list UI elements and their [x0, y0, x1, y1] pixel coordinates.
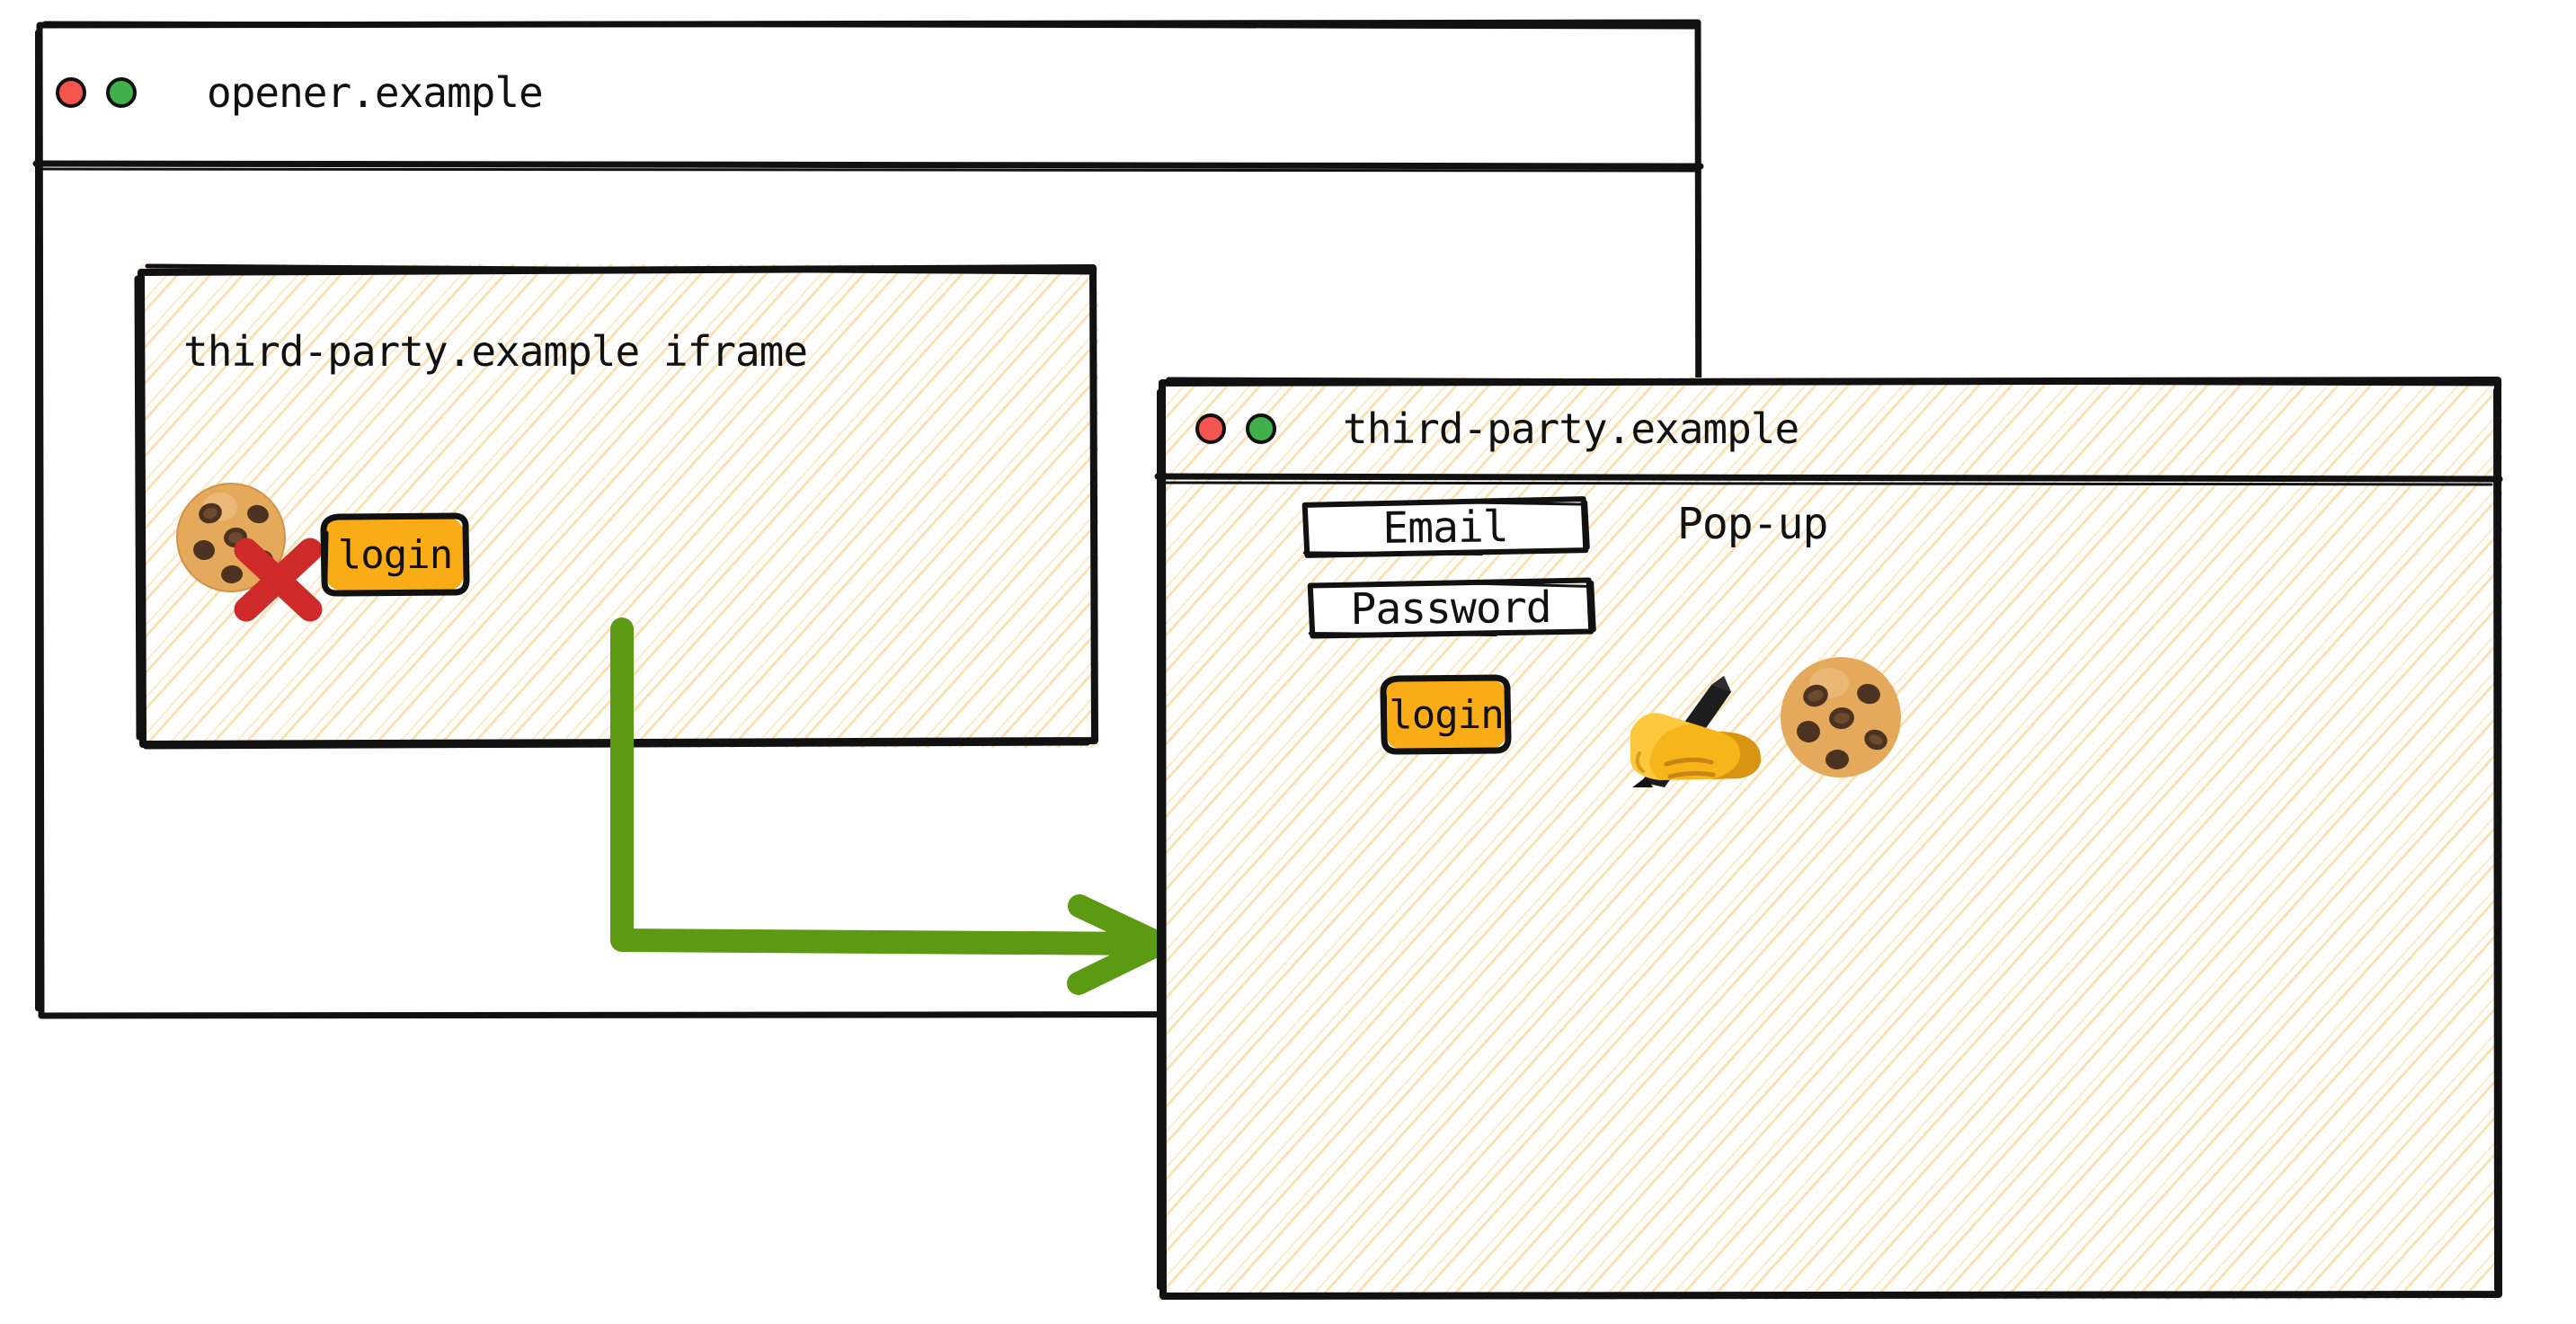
opener-window-title: opener.example: [207, 68, 544, 117]
iframe-login-button-label: login: [337, 531, 453, 578]
popup-badge-label: Pop-up: [1677, 499, 1828, 549]
maximize-button-icon[interactable]: [106, 77, 137, 108]
popup-window-title: third-party.example: [1343, 404, 1799, 453]
third-party-iframe: third-party.example iframe: [134, 263, 1098, 750]
popup-login-button[interactable]: login: [1380, 674, 1512, 755]
close-button-icon[interactable]: [56, 77, 86, 108]
popup-login-button-label: login: [1389, 691, 1504, 738]
password-field[interactable]: Password: [1307, 577, 1596, 639]
iframe-login-button[interactable]: login: [320, 512, 470, 597]
popup-window-controls[interactable]: [1195, 413, 1276, 444]
email-field[interactable]: Email: [1301, 496, 1590, 558]
opener-titlebar: opener.example: [36, 20, 1702, 165]
opener-window-controls[interactable]: [56, 77, 137, 108]
popup-content: Email Password: [1158, 479, 2502, 1300]
writing-hand-icon: [1630, 676, 1762, 787]
cookie-written-group: [1625, 645, 1922, 789]
email-field-value: Email: [1381, 502, 1509, 554]
popup-titlebar: third-party.example: [1158, 378, 2502, 479]
maximize-button-icon[interactable]: [1246, 413, 1276, 444]
password-field-value: Password: [1350, 582, 1551, 635]
close-button-icon[interactable]: [1195, 413, 1226, 444]
iframe-label: third-party.example iframe: [183, 327, 808, 376]
popup-browser-window: third-party.example Email: [1154, 377, 2503, 1300]
cookie-icon: [1781, 657, 1901, 778]
